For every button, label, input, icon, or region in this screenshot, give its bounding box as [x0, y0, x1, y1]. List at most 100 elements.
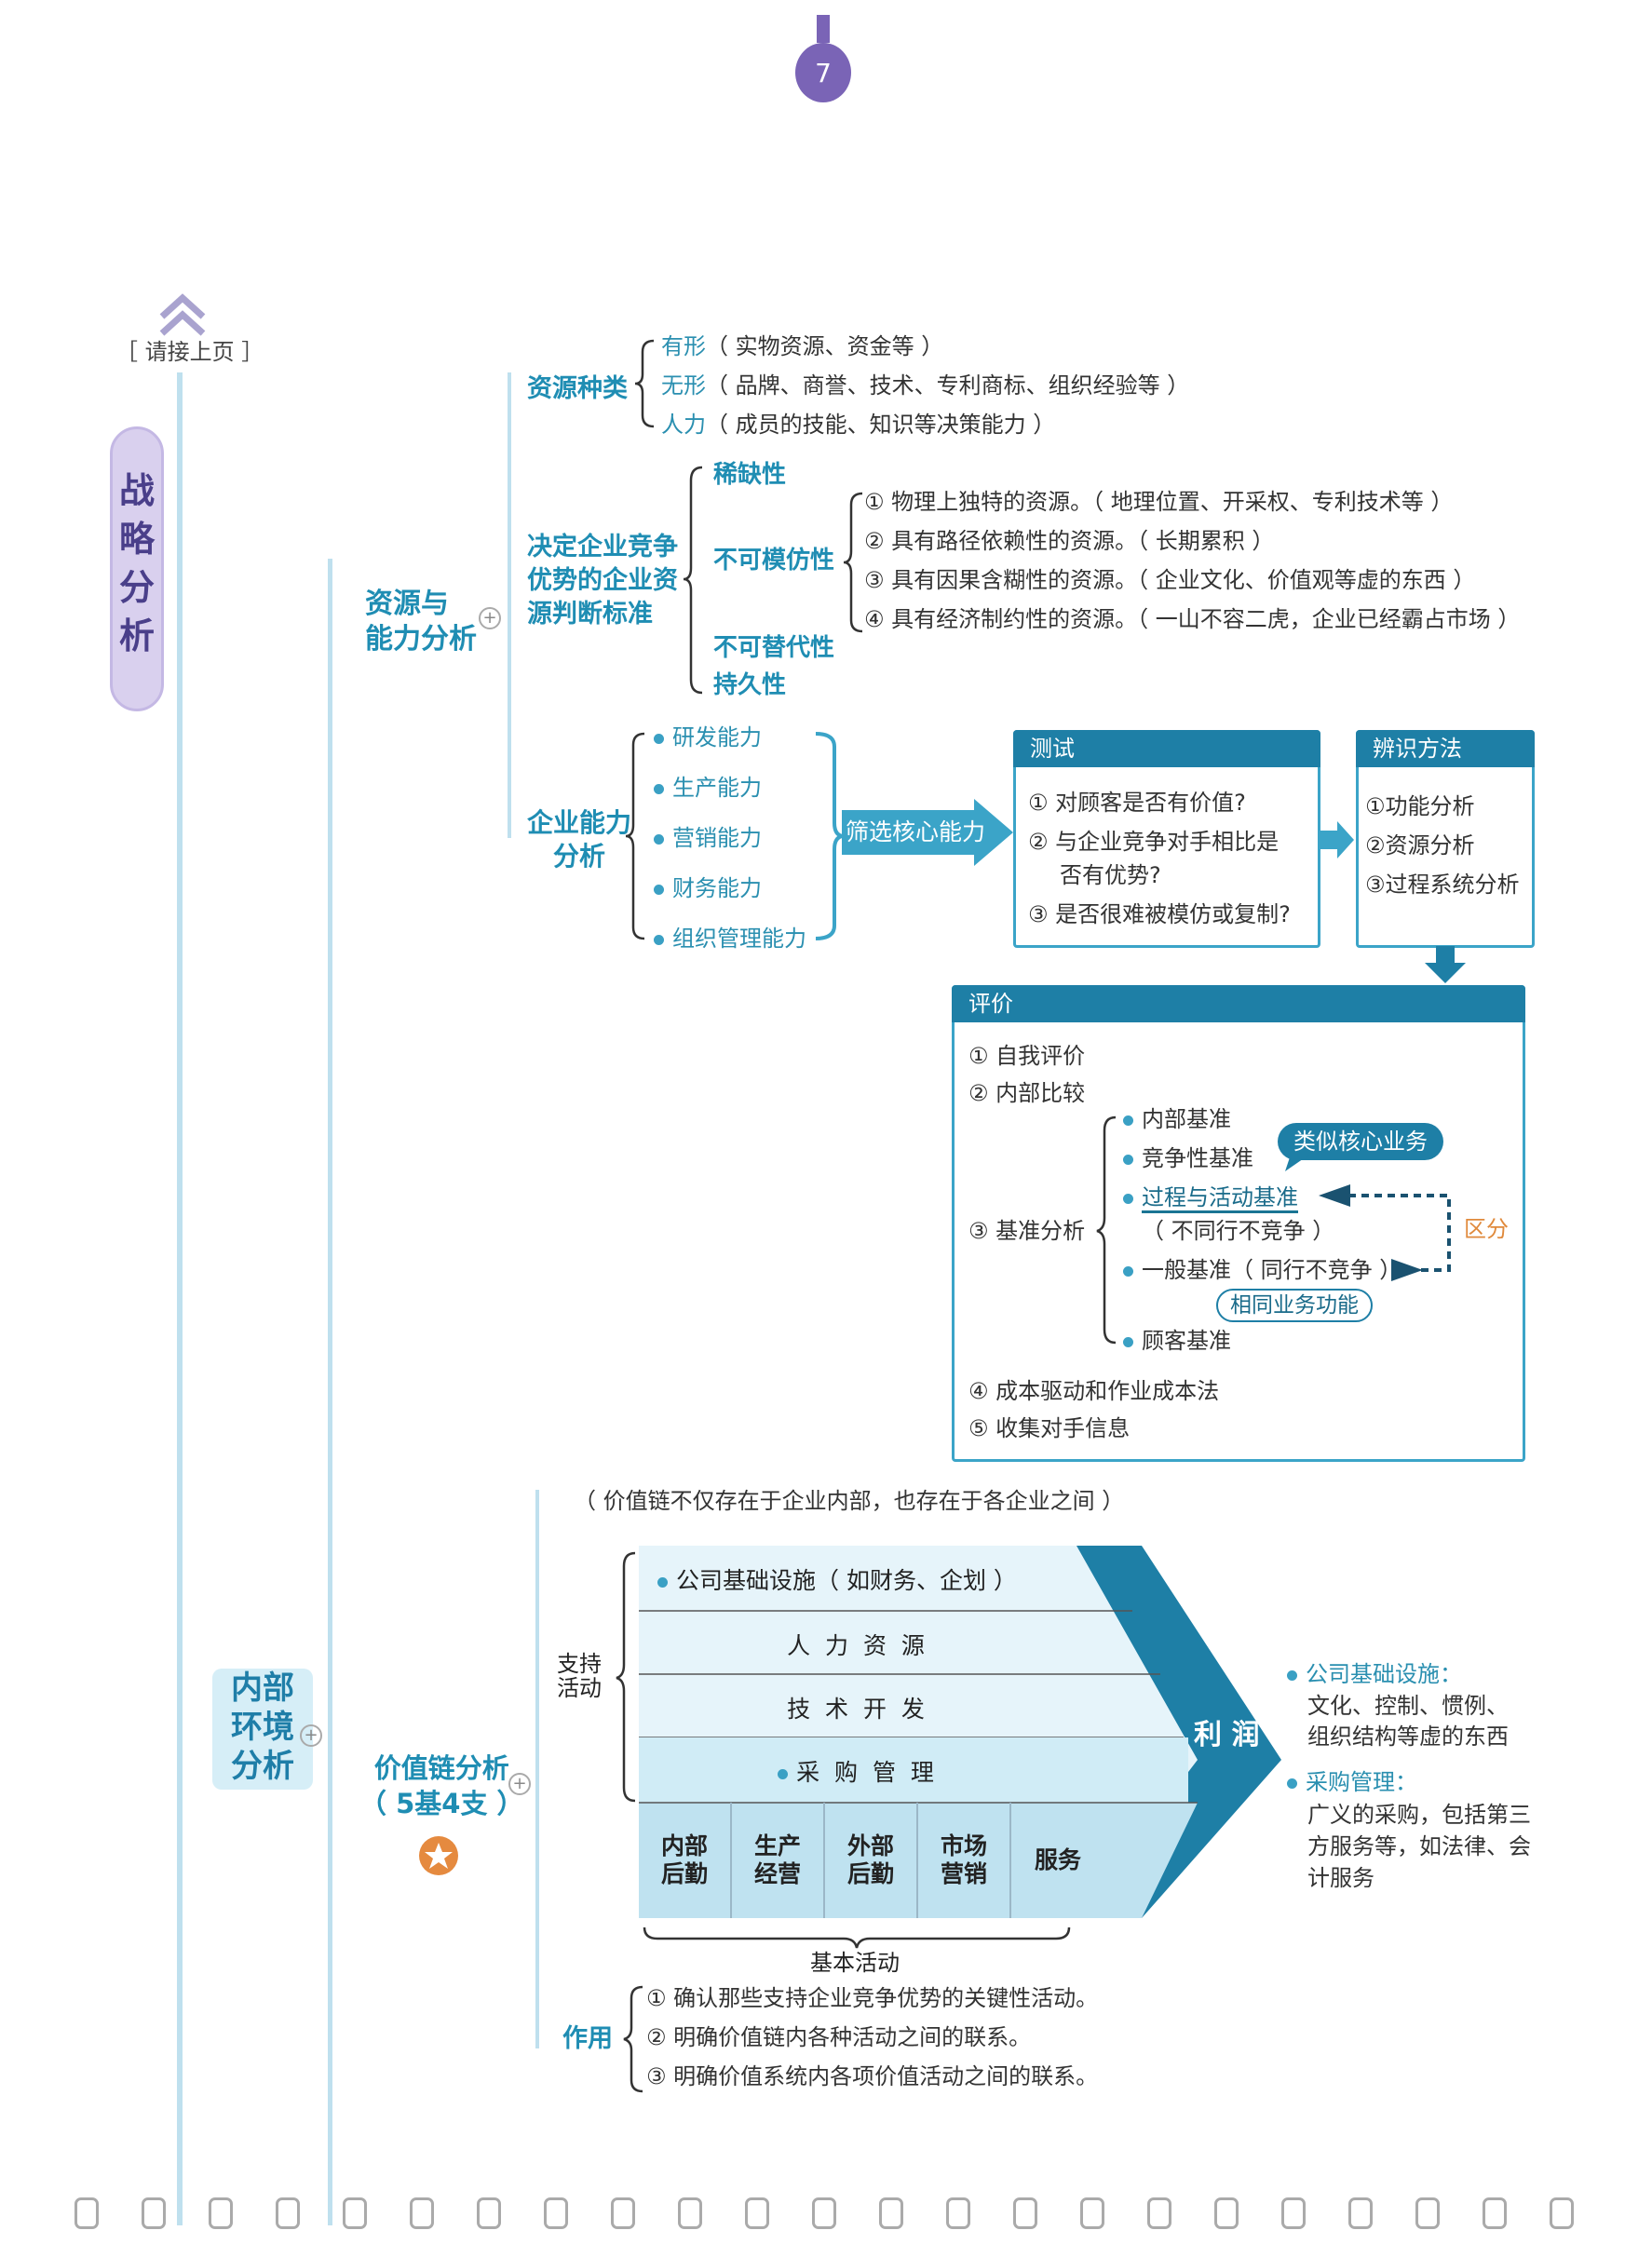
benchmark-competitive: 竞争性基准	[1123, 1143, 1253, 1173]
support-row: 采 购 管 理	[639, 1754, 1077, 1788]
root-title: 战 略 分 析	[110, 426, 164, 711]
binder-hole	[477, 2197, 501, 2229]
capability-item: 研发能力	[654, 723, 762, 752]
filter-core-label: 筛选核心能力	[846, 818, 986, 845]
binder-hole	[1281, 2197, 1306, 2229]
evaluation-item: ⑤ 收集对手信息	[968, 1415, 1131, 1441]
criteria-scarcity: 稀缺性	[713, 461, 787, 489]
tag-same-function: 相同业务功能	[1216, 1289, 1373, 1322]
test-box-title: 测试	[1013, 730, 1320, 767]
role-item: ② 明确价值链内各种活动之间的联系。	[646, 2024, 1032, 2050]
distinguish-connector	[1319, 1184, 1451, 1281]
binder-hole	[946, 2197, 970, 2229]
primary-row: 内部 后勤 生产 经营 外部 后勤 市场 营销 服务	[639, 1803, 1160, 1918]
binder-hole	[1080, 2197, 1104, 2229]
binder-hole	[1214, 2197, 1239, 2229]
criteria-non-substitutability: 不可替代性	[713, 634, 835, 662]
primary-activity: 内部 后勤	[639, 1803, 732, 1918]
evaluation-box-title: 评价	[952, 985, 1525, 1022]
value-chain-diagram: 公司基础设施（ 如财务、企划 ） 人 力 资 源 技 术 开 发 采 购 管 理…	[639, 1546, 1281, 1927]
resource-type-item: 人力（ 成员的技能、知识等决策能力 ）	[661, 412, 1056, 438]
test-item: 否有优势?	[1060, 862, 1161, 888]
binder-hole	[745, 2197, 769, 2229]
binder-hole	[1013, 2197, 1037, 2229]
binder-hole	[410, 2197, 434, 2229]
side-note-title: 采购管理：	[1287, 1767, 1417, 1797]
binder-hole	[1147, 2197, 1171, 2229]
criteria-durability: 持久性	[713, 671, 787, 699]
binder-hole	[544, 2197, 568, 2229]
binder-hole	[879, 2197, 903, 2229]
root-char: 战	[118, 470, 155, 511]
chevron-up-icon[interactable]	[156, 291, 209, 341]
inimitable-item: ④ 具有经济制约性的资源。（ 一山不容二虎，企业已经霸占市场 ）	[864, 606, 1521, 632]
tag-same-function-text: 相同业务功能	[1230, 1293, 1359, 1318]
arrow-right-icon	[1320, 821, 1354, 858]
root-char: 略	[118, 519, 155, 560]
tag-similar-core: 类似核心业务	[1278, 1123, 1443, 1160]
continue-label: ［ 请接上页 ］	[115, 339, 264, 365]
tag-similar-core-text: 类似核心业务	[1293, 1129, 1428, 1155]
primary-activity: 市场 营销	[918, 1803, 1011, 1918]
primary-activity: 服务	[1034, 1846, 1081, 1873]
test-item: ① 对顾客是否有价值?	[1028, 790, 1246, 816]
roles-label: 作用	[562, 2024, 613, 2053]
role-item: ③ 明确价值系统内各项价值活动之间的联系。	[646, 2063, 1099, 2089]
branch-title-text: 内部 环境 分析	[231, 1669, 294, 1785]
identify-box-title: 辨识方法	[1356, 730, 1535, 767]
resources-title: 资源与 能力分析	[365, 588, 477, 656]
evaluation-item: ② 内部比较	[968, 1080, 1086, 1106]
role-item: ① 确认那些支持企业竞争优势的关键性活动。	[646, 1985, 1099, 2011]
value-chain-title: 价值链分析 （ 5基4支 ）	[359, 1752, 524, 1819]
benchmark-general: 一般基准（ 同行不竞争 ）	[1123, 1255, 1401, 1285]
expand-icon[interactable]: +	[508, 1773, 531, 1795]
bracket-right-icon	[815, 732, 843, 940]
evaluation-item: ④ 成本驱动和作业成本法	[968, 1378, 1220, 1404]
benchmark-process-note: （ 不同行不竞争 ）	[1142, 1218, 1335, 1244]
capability-item: 生产能力	[654, 773, 762, 803]
side-note-body: 广义的采购，包括第三 方服务等，如法律、会 计服务	[1307, 1802, 1531, 1891]
binder-hole	[142, 2197, 166, 2229]
benchmark-internal: 内部基准	[1123, 1104, 1231, 1134]
inimitable-item: ② 具有路径依赖性的资源。（ 长期累积 ）	[864, 528, 1275, 554]
star-icon	[425, 1843, 453, 1869]
brace-icon	[1096, 1115, 1117, 1345]
inimitable-item: ③ 具有因果含糊性的资源。（ 企业文化、价值观等虚的东西 ）	[864, 567, 1476, 593]
bulb-icon	[795, 15, 851, 102]
value-chain-arrow	[639, 1546, 1281, 1918]
binder-hole	[611, 2197, 635, 2229]
resource-type-item: 有形（ 实物资源、资金等 ）	[661, 333, 944, 359]
criteria-label: 决定企业竞争 优势的企业资 源判断标准	[527, 533, 678, 629]
branch-spine	[328, 559, 332, 2225]
binder-hole	[1483, 2197, 1507, 2229]
branch-title: 内部 环境 分析	[212, 1669, 313, 1790]
binder-hole	[678, 2197, 702, 2229]
arrow-right-icon	[842, 799, 1013, 866]
capability-item: 财务能力	[654, 873, 762, 903]
brace-icon	[643, 1926, 1071, 1949]
identify-item: ③过程系统分析	[1365, 872, 1520, 898]
page-number-bulb: 7	[795, 15, 851, 104]
key-point-badge	[419, 1836, 458, 1875]
inimitable-item: ① 物理上独特的资源。（ 地理位置、开采权、专利技术等 ）	[864, 489, 1454, 515]
brace-icon	[843, 492, 863, 633]
vc-spine	[535, 1490, 539, 2048]
capability-item: 营销能力	[654, 823, 762, 853]
criteria-inimitability: 不可模仿性	[713, 547, 835, 575]
benchmark-process: 过程与活动基准	[1123, 1183, 1298, 1213]
distinguish-label: 区分	[1464, 1216, 1509, 1242]
capability-label: 企业能力 分析	[527, 807, 632, 872]
side-note-body: 文化、控制、惯例、 组织结构等虚的东西	[1307, 1693, 1509, 1750]
brace-icon	[623, 1985, 643, 2093]
expand-icon[interactable]: +	[300, 1724, 322, 1747]
expand-icon[interactable]: +	[479, 607, 501, 629]
binder-hole	[1550, 2197, 1574, 2229]
root-spine	[177, 372, 183, 2225]
resource-type-item: 无形（ 品牌、商誉、技术、专利商标、组织经验等 ）	[661, 372, 1190, 399]
side-note-title: 公司基础设施：	[1287, 1659, 1462, 1689]
brace-icon	[616, 1551, 636, 1803]
capability-item: 组织管理能力	[654, 924, 806, 953]
binder-hole	[1348, 2197, 1373, 2229]
root-char: 分	[118, 567, 155, 608]
binder-hole	[209, 2197, 233, 2229]
